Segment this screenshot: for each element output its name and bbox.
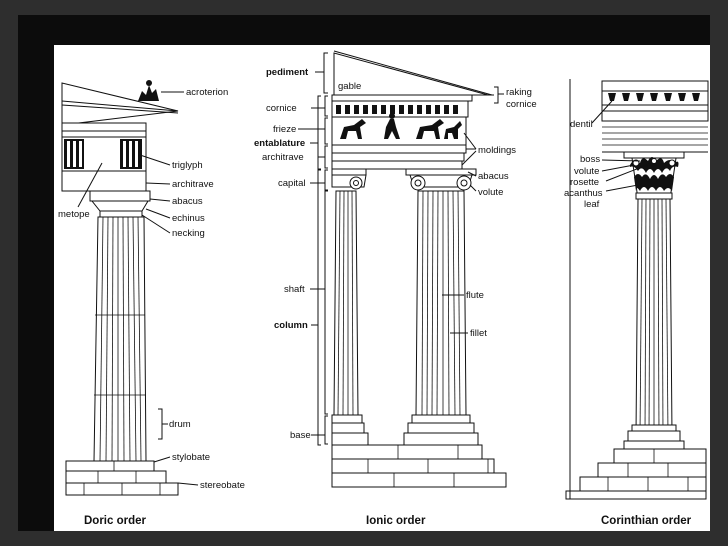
label-raking-cornice-2: cornice [506, 99, 537, 110]
doric-order-title: Doric order [84, 515, 147, 527]
label-moldings: moldings [478, 145, 516, 156]
ionic-left-flutes [337, 190, 354, 416]
slide-mat: acroterion triglyph architrave abacus ec… [18, 15, 710, 531]
architectural-orders-diagram: acroterion triglyph architrave abacus ec… [58, 50, 709, 527]
doric-flutes [99, 216, 142, 462]
label-corinthian-volute: volute [574, 166, 599, 177]
corinthian-flutes [639, 198, 669, 436]
label-echinus: echinus [172, 213, 205, 224]
label-doric-abacus: abacus [172, 196, 203, 207]
corinthian-order-drawing [565, 79, 709, 500]
label-base: base [290, 430, 311, 441]
label-doric-architrave: architrave [172, 179, 214, 190]
label-capital: capital [278, 178, 305, 189]
triglyph-blocks [64, 139, 142, 169]
label-rosette: rosette [570, 177, 599, 188]
label-necking: necking [172, 228, 205, 239]
label-stylobate: stylobate [172, 452, 210, 463]
label-ionic-architrave: architrave [262, 152, 304, 163]
label-dentil: dentil [570, 119, 593, 130]
label-fillet: fillet [470, 328, 487, 339]
label-triglyph: triglyph [172, 160, 203, 171]
corinthian-leader-lines [591, 100, 653, 192]
label-metope: metope [58, 209, 90, 220]
label-acanthus-2: leaf [584, 199, 600, 210]
label-pediment: pediment [266, 67, 309, 78]
ionic-order-drawing [331, 50, 507, 488]
label-stereobate: stereobate [200, 480, 245, 491]
label-boss: boss [580, 154, 600, 165]
label-drum: drum [169, 419, 191, 430]
label-column: column [274, 320, 308, 331]
label-ionic-abacus: abacus [478, 171, 509, 182]
label-raking-cornice-1: raking [506, 87, 532, 98]
corinthian-dentils [608, 93, 700, 101]
label-gable: gable [338, 81, 361, 92]
ionic-leader-lines [298, 52, 504, 446]
diagram-sheet: acroterion triglyph architrave abacus ec… [54, 45, 710, 531]
label-acroterion: acroterion [186, 87, 228, 98]
label-flute: flute [466, 290, 484, 301]
doric-order-drawing [61, 80, 179, 496]
corinthian-order-title: Corinthian order [601, 515, 692, 527]
label-ionic-volute: volute [478, 187, 503, 198]
frieze-relief-figures [340, 113, 462, 139]
label-frieze: frieze [273, 124, 296, 135]
ionic-dentils [336, 105, 458, 114]
label-acanthus-1: acanthus [564, 188, 603, 199]
corinthian-capital [630, 157, 679, 200]
ionic-order-title: Ionic order [366, 515, 426, 527]
acroterion-ornament [138, 80, 159, 101]
label-shaft: shaft [284, 284, 305, 295]
ionic-right-flutes [421, 190, 461, 416]
label-entablature: entablature [254, 138, 305, 149]
doric-leader-lines [77, 91, 199, 486]
label-cornice: cornice [266, 103, 297, 114]
